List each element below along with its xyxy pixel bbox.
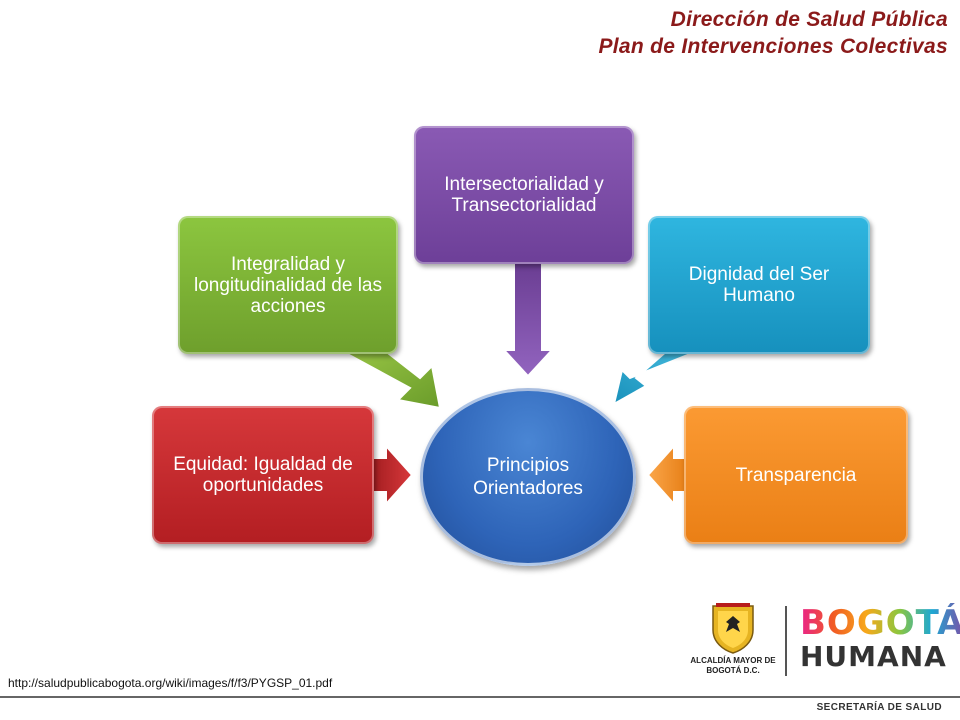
box-integralidad-label: Integralidad y longitudinalidad de las a… xyxy=(193,253,383,317)
box-dignidad: Dignidad del Ser Humano xyxy=(648,216,870,354)
box-dignidad-label: Dignidad del Ser Humano xyxy=(688,264,830,306)
box-transparencia: Transparencia xyxy=(684,406,908,544)
alcaldia-label: ALCALDÍA MAYOR DE BOGOTÁ D.C. xyxy=(690,656,776,675)
box-intersectorialidad-label: Intersectorialidad y Transectorialidad xyxy=(444,174,604,216)
footer-label: SECRETARÍA DE SALUD xyxy=(816,702,942,713)
bogota-text: BOGOTÁ xyxy=(800,603,960,643)
arrow-intersectorialidad xyxy=(501,261,555,378)
header: Dirección de Salud Pública Plan de Inter… xyxy=(598,6,948,60)
box-equidad: Equidad: Igualdad de oportunidades xyxy=(152,406,374,544)
source-url: http://saludpublicabogota.org/wiki/image… xyxy=(8,676,333,690)
bogota-wordmark: BOGOTÁ xyxy=(800,606,960,640)
footer-divider xyxy=(0,696,960,698)
header-subtitle: Plan de Intervenciones Colectivas xyxy=(598,35,948,58)
logo-area: ALCALDÍA MAYOR DE BOGOTÁ D.C. BOGOTÁ HUM… xyxy=(690,600,960,682)
header-title: Dirección de Salud Pública xyxy=(670,8,948,31)
arrow-integralidad xyxy=(339,349,442,410)
box-integralidad: Integralidad y longitudinalidad de las a… xyxy=(178,216,398,354)
box-transparencia-label: Transparencia xyxy=(735,464,857,486)
box-intersectorialidad: Intersectorialidad y Transectorialidad xyxy=(414,126,634,264)
logo-divider xyxy=(785,606,787,676)
center-circle: Principios Orientadores xyxy=(420,388,636,566)
humana-wordmark: HUMANA xyxy=(800,642,947,672)
coat-of-arms-icon xyxy=(712,603,754,654)
box-equidad-label: Equidad: Igualdad de oportunidades xyxy=(173,454,353,496)
arrow-equidad xyxy=(369,443,414,507)
humana-text: HUMANA xyxy=(800,640,947,673)
arrow-dignidad xyxy=(612,349,701,406)
center-label: Principios Orientadores xyxy=(473,455,583,499)
